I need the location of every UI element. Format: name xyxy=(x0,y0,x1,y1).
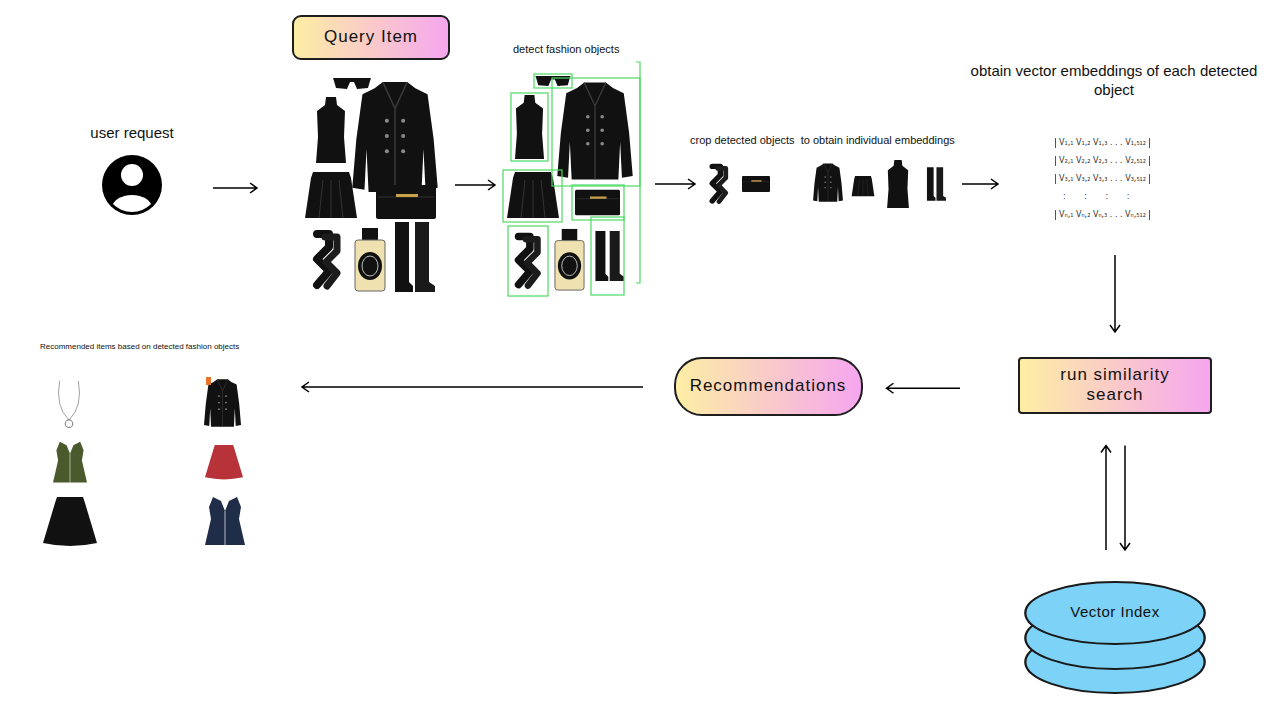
step-label: crop detected objects to obtain individu… xyxy=(690,134,955,148)
bag xyxy=(376,185,436,219)
sunglasses xyxy=(333,78,371,89)
vest xyxy=(205,497,245,545)
skirt xyxy=(852,176,875,196)
top xyxy=(316,97,346,163)
perfume xyxy=(555,229,584,290)
coat xyxy=(204,379,241,427)
detection-box xyxy=(591,217,624,295)
caption-text: Recommended items based on detected fash… xyxy=(40,342,239,352)
node-label: user request xyxy=(90,124,173,142)
user-head xyxy=(121,164,143,186)
boots xyxy=(595,231,624,281)
flow-arrow xyxy=(887,383,961,393)
pill-box: Query Item xyxy=(292,15,450,60)
cylinder-outline xyxy=(1023,580,1207,695)
boots xyxy=(395,222,435,292)
matrix-row: V₁,₁ V₁,₂ V₁,₃ . . . V₁,₅₁₂ xyxy=(1055,138,1150,148)
step-label: obtain vector embeddings of each detecte… xyxy=(955,62,1273,100)
detection-box xyxy=(508,226,548,296)
node-label: Vector Index xyxy=(1023,603,1207,621)
vest xyxy=(53,442,87,483)
node-label: Recommendations xyxy=(690,376,847,396)
socks xyxy=(317,234,337,286)
detection-box xyxy=(572,185,624,220)
detection-box xyxy=(534,74,572,88)
node-label: run similarity search xyxy=(1045,365,1185,406)
flow-arrow xyxy=(1101,446,1111,551)
detection-box xyxy=(503,170,562,222)
detection-boxes xyxy=(503,62,640,296)
matrix-row: V₃,₁ V₃,₂ V₃,₃ . . . V₃,₅₁₂ xyxy=(1055,174,1150,184)
detection-bracket xyxy=(636,62,640,283)
matrix-row: V₂,₁ V₂,₂ V₂,₃ . . . V₂,₅₁₂ xyxy=(1055,156,1150,166)
flow-arrow xyxy=(213,183,257,193)
top xyxy=(887,160,909,208)
process-box: run similarity search xyxy=(1018,357,1212,414)
coat xyxy=(352,82,437,192)
flared-skirt xyxy=(205,445,243,479)
database-cylinder: Vector Index xyxy=(1023,580,1207,695)
top xyxy=(515,95,544,159)
user-node: user request xyxy=(80,124,184,220)
matrix-row: : : : : xyxy=(1055,192,1129,202)
flow-arrow xyxy=(1110,255,1120,332)
skirt xyxy=(305,172,357,218)
skirt xyxy=(507,172,559,218)
node-label: Query Item xyxy=(324,27,418,47)
matrix-row: Vₙ,₁ Vₙ,₂ Vₙ,₃ . . . Vₙ,₅₁₂ xyxy=(1055,210,1150,220)
flow-arrow xyxy=(455,180,495,190)
necklace xyxy=(59,381,80,428)
detection-box xyxy=(511,93,548,161)
coat xyxy=(813,163,843,201)
flow-arrow xyxy=(962,179,998,189)
user-body xyxy=(112,195,152,221)
step-label: detect fashion objects xyxy=(513,43,619,57)
pill-box: Recommendations xyxy=(674,357,863,416)
boots xyxy=(927,167,946,200)
socks xyxy=(519,236,538,285)
flow-arrow xyxy=(302,382,643,392)
socks xyxy=(712,166,726,201)
coat xyxy=(557,83,632,180)
bag xyxy=(575,190,620,216)
flared-skirt xyxy=(43,497,97,546)
tag-mark xyxy=(206,377,211,385)
flow-arrow xyxy=(1120,446,1130,551)
bag xyxy=(742,176,770,192)
perfume xyxy=(355,228,385,291)
detection-box xyxy=(552,78,640,186)
flow-arrow xyxy=(655,179,695,189)
